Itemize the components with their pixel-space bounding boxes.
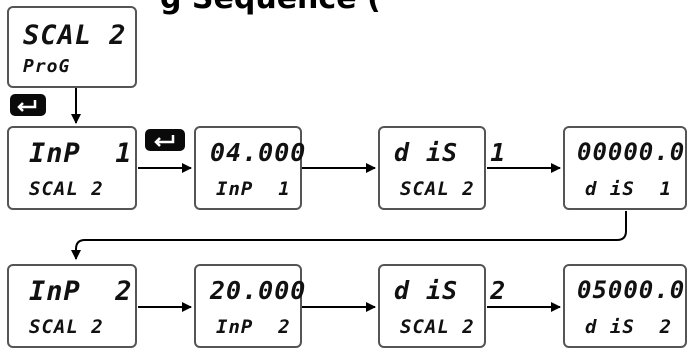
- display-top-line: 04.000: [210, 138, 307, 167]
- display-top-line: 00000.0: [577, 138, 686, 166]
- display-top-line: SCAL 2: [23, 20, 127, 51]
- display-050000-dis2: 05000.0 d iS 2: [563, 264, 687, 348]
- display-bottom-line: SCAL 2: [29, 178, 104, 200]
- enter-key-icon: [10, 94, 46, 116]
- display-000000-dis1: 00000.0 d iS 1: [563, 126, 687, 210]
- display-bottom-line: InP 1: [216, 178, 291, 200]
- arrow-wrap: [71, 211, 627, 260]
- display-top-line: d iS 1: [394, 138, 507, 167]
- display-top-line: InP 1: [29, 138, 133, 169]
- display-top-line: d iS 2: [394, 276, 507, 305]
- display-inp1-scal2: InP 1 SCAL 2: [7, 126, 137, 210]
- display-bottom-line: InP 2: [216, 316, 291, 338]
- display-scal2-prog: SCAL 2 ProG: [7, 6, 137, 88]
- display-bottom-line: d iS 1: [585, 178, 673, 200]
- display-bottom-line: ProG: [23, 56, 71, 77]
- display-04000-inp1: 04.000 InP 1: [194, 126, 307, 210]
- display-top-line: 20.000: [210, 276, 307, 305]
- display-20000-inp2: 20.000 InP 2: [194, 264, 307, 348]
- enter-key-icon: [145, 129, 185, 151]
- display-inp2-scal2: InP 2 SCAL 2: [7, 264, 137, 348]
- display-top-line: 05000.0: [577, 276, 686, 304]
- display-dis2-scal2: d iS 2 SCAL 2: [378, 264, 507, 348]
- diagram-title: g Sequence (: [160, 0, 693, 15]
- display-top-line: InP 2: [29, 276, 133, 307]
- display-bottom-line: d iS 2: [585, 316, 673, 338]
- display-bottom-line: SCAL 2: [29, 316, 104, 338]
- display-bottom-line: SCAL 2: [400, 316, 475, 338]
- display-dis1-scal2: d iS 1 SCAL 2: [378, 126, 507, 210]
- display-bottom-line: SCAL 2: [400, 178, 475, 200]
